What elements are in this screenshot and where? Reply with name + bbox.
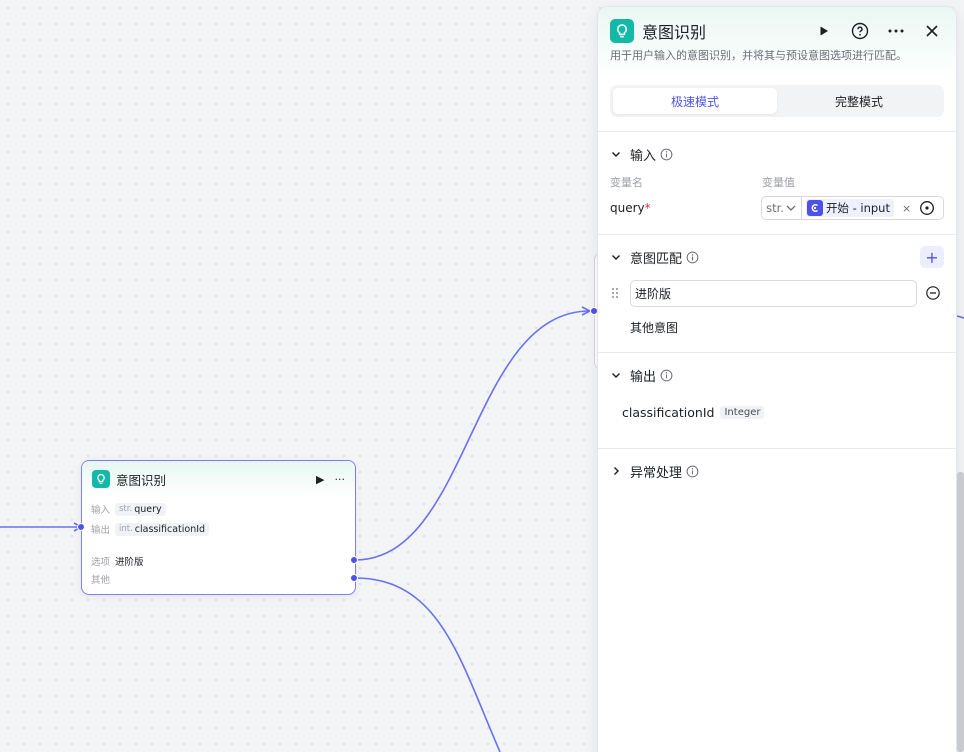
drag-handle-icon[interactable] xyxy=(610,283,630,303)
play-icon[interactable]: ▶ xyxy=(316,472,325,486)
divider xyxy=(598,352,956,353)
output-var-name: classificationId xyxy=(622,405,715,420)
chevron-down-icon xyxy=(612,255,620,260)
output-var-row: classificationId Integer xyxy=(598,395,956,448)
node-option-row: 选项 进阶版 xyxy=(82,551,355,571)
input-var-row: query* str. 开始 - input × xyxy=(598,190,956,234)
node-option-value: 进阶版 xyxy=(115,557,144,568)
clear-ref-button[interactable]: × xyxy=(901,201,912,215)
panel-description: 用于用户输入的意图识别，并将其与预设意图选项进行匹配。 xyxy=(610,49,907,62)
edge-right-out xyxy=(956,315,964,319)
input-section-header[interactable]: 输入 xyxy=(598,134,956,174)
input-var-value-field[interactable]: str. 开始 - input × xyxy=(761,196,944,220)
node-option-label: 选项 xyxy=(91,557,111,568)
chevron-down-icon xyxy=(612,152,620,157)
help-button[interactable] xyxy=(848,19,872,43)
divider xyxy=(598,131,956,132)
intent-option-row xyxy=(598,277,956,307)
run-button[interactable] xyxy=(812,19,836,43)
node-input-tag: str. query xyxy=(115,502,166,516)
type-select-value: str. xyxy=(766,201,784,215)
close-button[interactable] xyxy=(920,19,944,43)
other-intent-label: 其他意图 xyxy=(630,321,679,335)
info-icon[interactable] xyxy=(686,465,699,478)
variable-ref-text: 开始 - input xyxy=(825,201,890,215)
node-output-row: 输出 int. classificationId xyxy=(82,519,355,539)
node-other-label: 其他 xyxy=(91,575,111,586)
tab-full-mode[interactable]: 完整模式 xyxy=(834,94,883,109)
chevron-down-icon xyxy=(612,373,620,378)
info-icon[interactable] xyxy=(686,251,699,264)
node-config-panel: 意图识别 用于用户输入的意图识别， xyxy=(597,6,957,752)
lightbulb-icon xyxy=(97,473,105,484)
target-icon[interactable] xyxy=(919,200,935,216)
node-output-type: int. xyxy=(119,524,133,534)
node-other-row: 其他 xyxy=(82,571,355,587)
node-input-label: 输入 xyxy=(91,505,111,516)
input-var-name-text: query xyxy=(610,201,645,215)
panel-app-icon xyxy=(610,19,634,43)
node-other-handle[interactable] xyxy=(350,574,358,582)
edge-option-to-node xyxy=(354,310,591,561)
node-input-row: 输入 str. query xyxy=(82,499,355,519)
var-column-headers: 变量名 变量值 xyxy=(598,174,956,190)
input-section-title: 输入 xyxy=(630,148,657,164)
input-var-name: query* xyxy=(610,201,761,215)
col-var-name: 变量名 xyxy=(610,176,643,189)
mode-tabs: 极速模式 完整模式 xyxy=(610,85,944,117)
divider xyxy=(598,234,956,235)
edge-arrow-option xyxy=(581,306,592,316)
required-mark: * xyxy=(644,201,651,215)
intent-section-header[interactable]: 意图匹配 + xyxy=(598,237,956,277)
node-input-type: str. xyxy=(119,504,133,514)
edge-other-to-node xyxy=(354,577,501,752)
type-select[interactable]: str. xyxy=(762,197,802,219)
lightbulb-icon xyxy=(617,24,627,38)
tab-fast-mode[interactable]: 极速模式 xyxy=(613,88,777,114)
panel-title: 意图识别 xyxy=(642,23,707,42)
col-var-value: 变量值 xyxy=(762,176,795,189)
intent-option-input[interactable] xyxy=(630,279,917,307)
more-button[interactable] xyxy=(884,19,908,43)
chevron-right-icon xyxy=(614,467,619,475)
remove-circle-icon[interactable] xyxy=(925,285,941,301)
output-section-title: 输出 xyxy=(630,369,657,385)
error-section-title: 异常处理 xyxy=(630,465,683,481)
info-icon[interactable] xyxy=(660,148,673,161)
more-icon xyxy=(888,29,904,33)
node-output-label: 输出 xyxy=(91,525,111,536)
divider xyxy=(598,448,956,449)
add-intent-button[interactable]: + xyxy=(920,246,944,268)
error-section-header[interactable]: 异常处理 xyxy=(598,451,956,491)
play-icon xyxy=(820,26,828,36)
node-output-tag: int. classificationId xyxy=(115,522,210,536)
start-node-icon xyxy=(806,200,823,216)
output-section-header[interactable]: 输出 xyxy=(598,355,956,395)
intent-node-title: 意图识别 xyxy=(116,472,167,488)
more-icon[interactable]: ··· xyxy=(334,472,346,486)
intent-app-icon xyxy=(92,470,110,488)
node-input-value: query xyxy=(134,503,162,515)
panel-header: 意图识别 xyxy=(598,7,956,55)
help-icon xyxy=(851,22,869,40)
close-icon xyxy=(926,25,938,37)
output-type-badge: Integer xyxy=(720,406,765,419)
chevron-down-icon xyxy=(786,205,796,211)
panel-scrollbar[interactable] xyxy=(957,472,964,752)
node-input-handle[interactable] xyxy=(77,523,85,531)
panel-header-area: 意图识别 用于用户输入的意图识别， xyxy=(598,7,956,79)
intent-node-header: 意图识别 ▶ ··· xyxy=(82,461,355,497)
intent-section-title: 意图匹配 xyxy=(630,251,683,267)
node-output-value: classificationId xyxy=(134,523,206,535)
node-option-handle[interactable] xyxy=(350,556,358,564)
variable-ref-chip[interactable]: 开始 - input xyxy=(805,199,894,217)
info-icon[interactable] xyxy=(660,369,673,382)
intent-node[interactable]: 意图识别 ▶ ··· 输入 str. query 输出 int. classif… xyxy=(81,460,356,595)
